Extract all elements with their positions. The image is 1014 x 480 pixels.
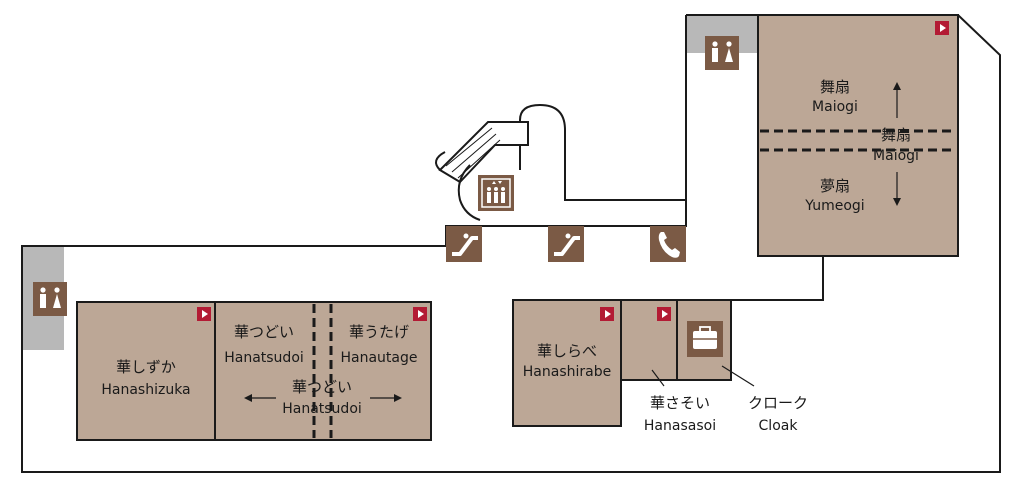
room-label-yumeogi-en: Yumeogi: [804, 198, 864, 214]
room-label-hanautage-en: Hanautage: [341, 350, 418, 366]
label-hanasasoi-jp: 華さそい: [650, 394, 710, 412]
room-label-maiogi-combined-en: Maiogi: [873, 148, 919, 164]
room-label-hanatsudoi-combined-jp: 華つどい: [292, 378, 352, 396]
arrow-up-head: [893, 82, 901, 90]
elevator-hall: [457, 164, 481, 221]
room-hanatsudoi-block: [214, 301, 432, 441]
room-label-hanatsudoi-combined-en: Hanatsudoi: [282, 401, 362, 417]
cloak-icon: [687, 321, 723, 357]
telephone-icon: [650, 226, 686, 262]
room-marker-icon: [197, 307, 211, 321]
room-label-maiogi-combined-jp: 舞扇: [881, 126, 911, 144]
escalator-upper: [435, 121, 529, 184]
room-label-hanatsudoi-jp: 華つどい: [234, 323, 294, 341]
label-cloak-jp: クローク: [748, 394, 808, 412]
room-marker-icon: [657, 307, 671, 321]
room-maiogi-block: [757, 14, 959, 257]
arrow-left-head: [244, 394, 252, 402]
room-label-maiogi-en: Maiogi: [812, 99, 858, 115]
label-cloak-en: Cloak: [759, 418, 799, 434]
restroom-icon: [33, 282, 67, 316]
upper-corridor-wall: [519, 103, 687, 226]
room-label-maiogi-jp: 舞扇: [820, 78, 850, 96]
label-hanasasoi-en: Hanasasoi: [644, 418, 716, 434]
room-label-hanashizuka-jp: 華しずか: [116, 358, 176, 376]
elevator-icon: [478, 175, 514, 211]
leader-cloak: [721, 365, 755, 387]
arrow-right-head: [394, 394, 402, 402]
escalator-icon: [548, 226, 584, 262]
room-label-hanautage-jp: 華うたげ: [349, 323, 409, 341]
room-label-hanashirabe-en: Hanashirabe: [523, 364, 611, 380]
room-label-yumeogi-jp: 夢扇: [820, 177, 850, 195]
room-marker-icon: [935, 21, 949, 35]
room-hanashizuka: [76, 301, 216, 441]
room-label-hanatsudoi-en: Hanatsudoi: [224, 350, 304, 366]
room-marker-icon: [413, 307, 427, 321]
leader-hanasasoi: [651, 369, 665, 387]
room-marker-icon: [600, 307, 614, 321]
arrow-down-head: [893, 198, 901, 206]
restroom-icon: [705, 36, 739, 70]
escalator-icon: [446, 226, 482, 262]
room-label-hanashirabe-jp: 華しらべ: [537, 342, 597, 360]
room-label-hanashizuka-en: Hanashizuka: [101, 382, 190, 398]
right-wall: [730, 256, 824, 301]
